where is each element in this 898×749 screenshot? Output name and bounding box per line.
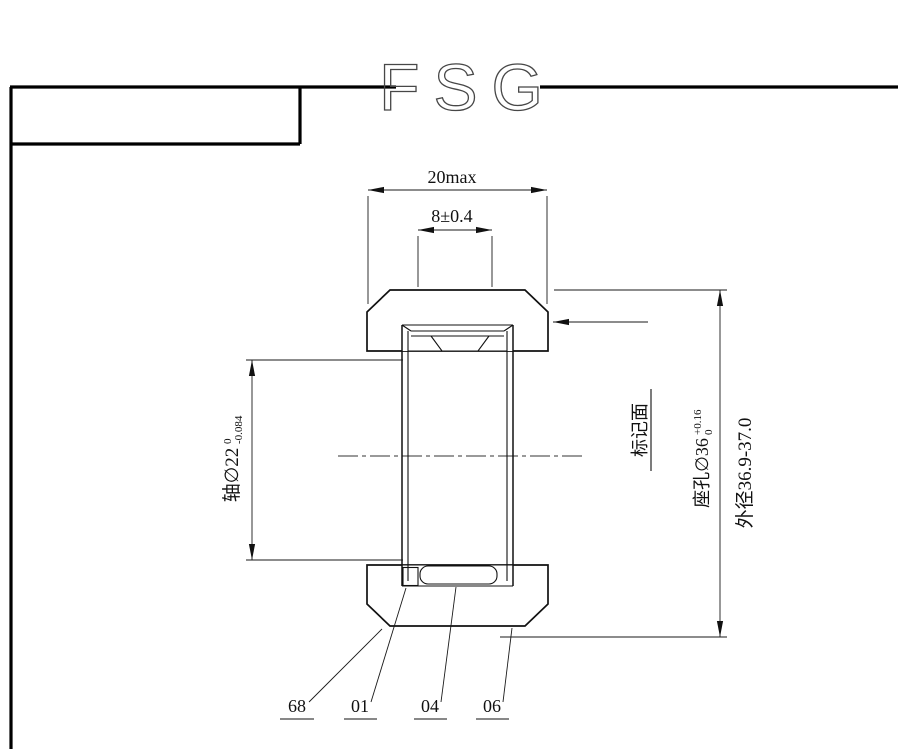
seat-hole-tol-upper: +0.16 bbox=[692, 409, 704, 435]
leader-06 bbox=[502, 627, 513, 703]
outer-ring-bottom-section bbox=[366, 564, 549, 627]
dimension-shaft-bore: 轴∅22 0 -0.084 bbox=[221, 359, 403, 561]
dim-width-max-text: 20max bbox=[428, 167, 477, 187]
outer-ring-top-section bbox=[366, 289, 549, 352]
part-number-callouts: 68 01 04 06 bbox=[280, 586, 513, 720]
marking-face-callout: 标记面 bbox=[553, 318, 652, 471]
outer-diameter-label-group: 外径36.9-37.0 bbox=[734, 418, 756, 529]
part-number-01: 01 bbox=[351, 696, 369, 716]
marking-face-text: 标记面 bbox=[630, 403, 650, 457]
seat-hole-text: 座孔∅36 bbox=[692, 438, 712, 508]
leader-01 bbox=[370, 587, 407, 703]
sheet-border bbox=[9, 85, 898, 749]
part-number-68: 68 bbox=[288, 696, 306, 716]
dimension-width-max: 20max bbox=[367, 167, 548, 304]
outer-diameter-text: 外径36.9-37.0 bbox=[734, 418, 756, 529]
dimension-inner-width: 8±0.4 bbox=[417, 206, 493, 287]
inner-ring-small-section bbox=[402, 566, 419, 587]
cage-section bbox=[419, 565, 498, 585]
seat-hole-tol-lower: 0 bbox=[703, 429, 715, 435]
marking-face-label-group: 标记面 bbox=[630, 389, 652, 471]
dim-shaft-label-group: 轴∅22 0 -0.084 bbox=[221, 415, 245, 502]
bearing-section-view bbox=[338, 289, 584, 627]
part-number-04: 04 bbox=[421, 696, 439, 716]
seal-notch-bottom bbox=[402, 565, 513, 586]
dim-shaft-tol-lower: -0.084 bbox=[233, 415, 245, 444]
dim-shaft-text: 轴∅22 bbox=[221, 448, 243, 503]
seal-corner-right bbox=[503, 324, 514, 332]
dim-inner-width-text: 8±0.4 bbox=[431, 206, 472, 226]
dim-shaft-tol-upper: 0 bbox=[222, 438, 234, 444]
leader-68 bbox=[308, 628, 383, 703]
seal-corner-left bbox=[401, 324, 412, 332]
leader-04 bbox=[440, 586, 457, 703]
seal-notch-top bbox=[402, 325, 513, 351]
seat-hole-label-group: 座孔∅36 +0.16 0 bbox=[692, 409, 715, 508]
part-number-06: 06 bbox=[483, 696, 501, 716]
logo-text: FSG bbox=[379, 50, 557, 124]
dimension-outer-diameter: 座孔∅36 +0.16 0 外径36.9-37.0 bbox=[500, 289, 756, 638]
